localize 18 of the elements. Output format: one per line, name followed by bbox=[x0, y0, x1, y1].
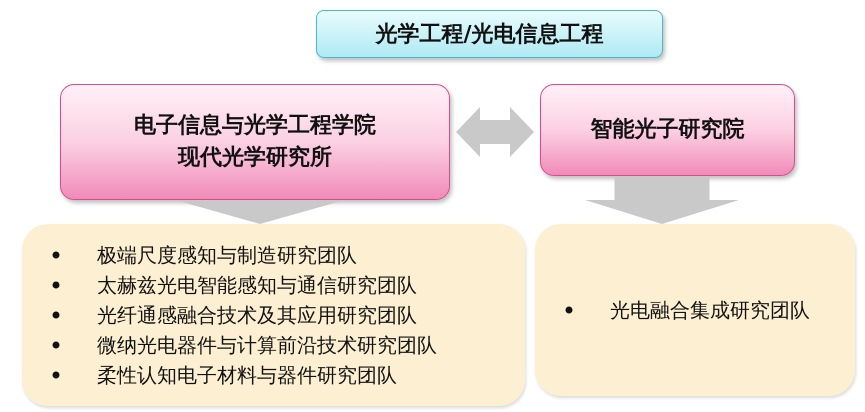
institute-box bbox=[60, 84, 450, 200]
team-name: 太赫兹光电智能感知与通信研究团队 bbox=[97, 273, 417, 297]
team-name: 光纤通感融合技术及其应用研究团队 bbox=[97, 303, 417, 327]
team-name: 柔性认知电子材料与器件研究团队 bbox=[97, 363, 397, 387]
double-arrow bbox=[456, 107, 534, 157]
team-list-box bbox=[535, 224, 855, 396]
institute-box bbox=[540, 84, 795, 176]
institute-name: 电子信息与光学工程学院 bbox=[134, 112, 376, 140]
team-name: 微纳光电器件与计算前沿技术研究团队 bbox=[97, 333, 437, 357]
team-name: 光电融合集成研究团队 bbox=[610, 298, 810, 322]
institute-name: 智能光子研究院 bbox=[590, 116, 744, 144]
institute-name: 现代光学研究所 bbox=[178, 144, 332, 172]
title-text: 光学工程/光电信息工程 bbox=[375, 21, 604, 49]
block-arrow bbox=[585, 176, 739, 224]
block-arrow bbox=[175, 200, 345, 224]
team-list-box bbox=[22, 224, 525, 406]
team-name: 极端尺度感知与制造研究团队 bbox=[97, 243, 357, 267]
title-box bbox=[316, 10, 663, 58]
